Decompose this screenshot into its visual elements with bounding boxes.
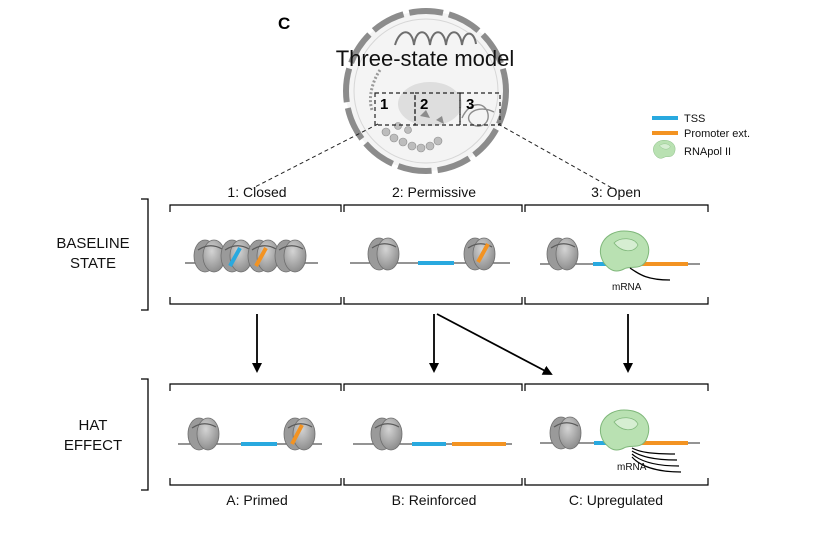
legend: TSS Promoter ext. RNApol II xyxy=(652,113,750,159)
mrna-label-hat: mRNA xyxy=(617,462,647,473)
state-open-illustration: mRNA xyxy=(540,230,700,293)
rnapol-icon xyxy=(653,140,676,159)
column-title-open: 3: Open xyxy=(591,184,641,200)
row-label-hat-2: EFFECT xyxy=(64,437,122,454)
zoom-number-3: 3 xyxy=(466,96,474,113)
zoom-boxes xyxy=(374,92,501,126)
legend-tss-label: TSS xyxy=(684,113,705,125)
panel-letter: C xyxy=(278,14,290,33)
row-label-hat-1: HAT xyxy=(79,417,108,434)
mrna-label-baseline: mRNA xyxy=(612,282,642,293)
zoom-connector-left xyxy=(252,123,379,189)
zoom-connector-right xyxy=(497,123,613,189)
row-label-baseline-2: STATE xyxy=(70,255,116,272)
zoom-number-1: 1 xyxy=(380,96,388,113)
legend-rnapol-label: RNApol II xyxy=(684,146,731,158)
state-reinforced-illustration xyxy=(353,417,512,451)
state-primed-illustration xyxy=(178,417,322,451)
row-bracket-baseline xyxy=(141,198,149,311)
baseline-row-brackets xyxy=(169,204,709,305)
legend-promoter-label: Promoter ext. xyxy=(684,128,750,140)
state-permissive-illustration xyxy=(350,237,510,271)
hat-row-brackets xyxy=(169,383,709,486)
diagram-title: Three-state model xyxy=(336,46,515,71)
arrow-permissive-to-upregulated xyxy=(436,313,553,375)
column-title-upregulated: C: Upregulated xyxy=(569,492,663,508)
column-title-permissive: 2: Permissive xyxy=(392,184,476,200)
state-upregulated-illustration: mRNA xyxy=(540,409,700,473)
zoom-number-2: 2 xyxy=(420,96,428,113)
nucleus-illustration xyxy=(343,8,509,174)
column-title-reinforced: B: Reinforced xyxy=(392,492,477,508)
transition-arrows xyxy=(252,313,633,375)
state-closed-illustration xyxy=(185,239,318,273)
column-title-primed: A: Primed xyxy=(226,492,287,508)
row-bracket-hat xyxy=(141,378,149,491)
column-title-closed: 1: Closed xyxy=(227,184,286,200)
row-label-baseline-1: BASELINE xyxy=(56,235,129,252)
